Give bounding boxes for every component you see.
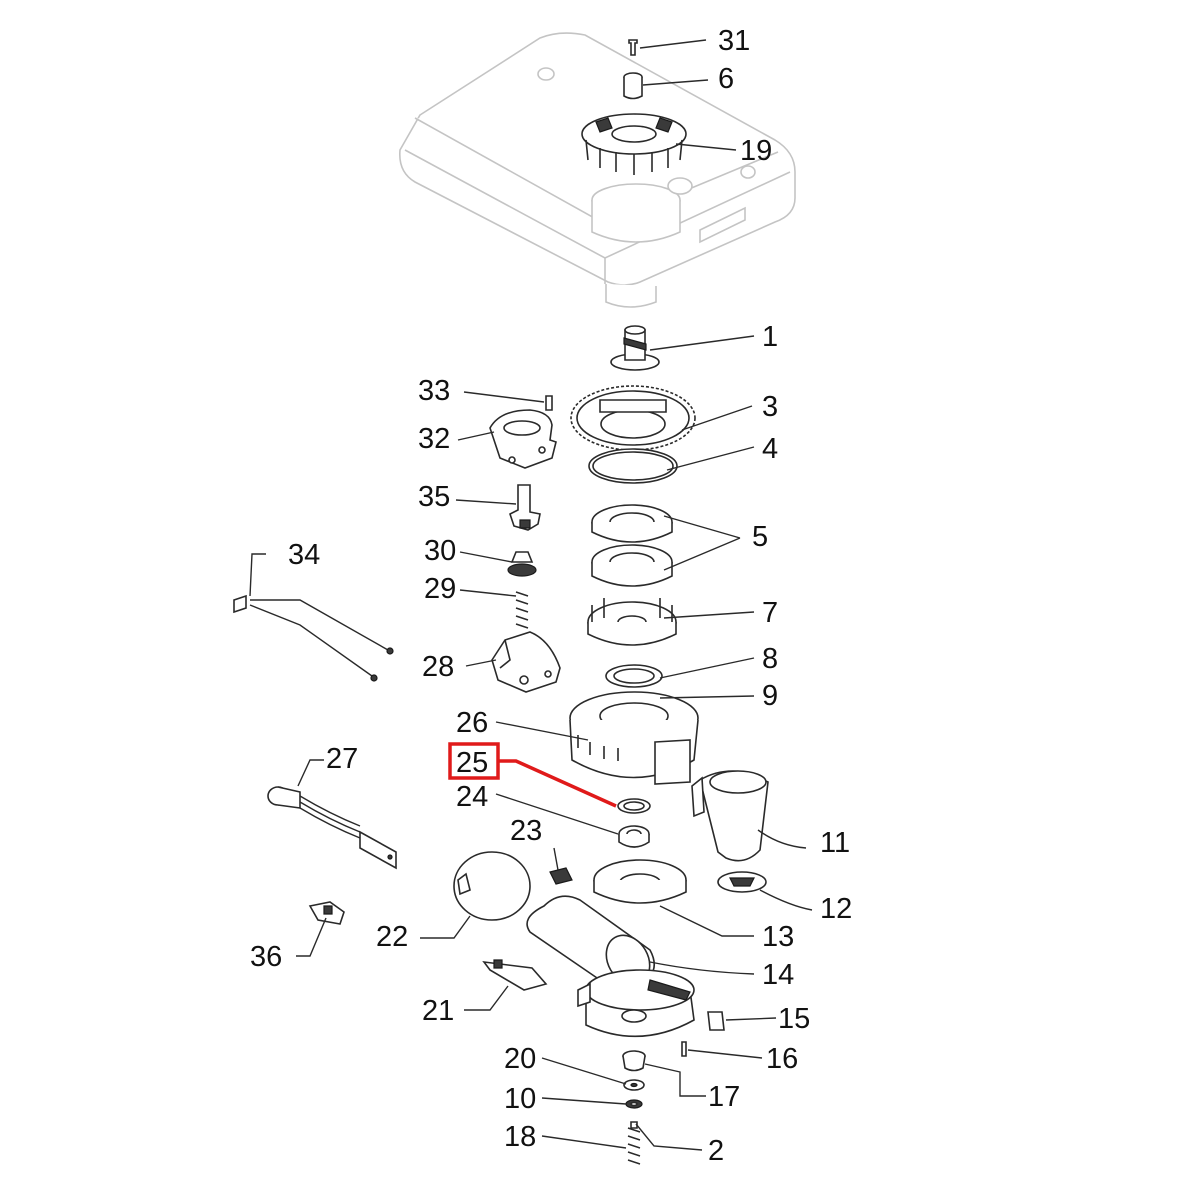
washer-20 <box>623 1079 645 1091</box>
callout-12: 12 <box>820 893 852 925</box>
spring-18 <box>627 1121 641 1165</box>
callout-10: 10 <box>504 1083 536 1115</box>
bracket-32 <box>489 409 557 469</box>
callout-34: 34 <box>288 539 320 571</box>
callout-30: 30 <box>424 535 456 567</box>
spring-29 <box>515 591 529 629</box>
cap-17 <box>622 1050 646 1072</box>
callout-8: 8 <box>762 643 778 675</box>
callout-28: 28 <box>422 651 454 683</box>
gear-30 <box>507 551 537 577</box>
callout-14: 14 <box>762 959 794 991</box>
callout-7: 7 <box>762 597 778 629</box>
callout-25: 25 <box>456 747 488 779</box>
callout-13: 13 <box>762 921 794 953</box>
nut-10 <box>625 1099 643 1109</box>
callout-19: 19 <box>740 135 772 167</box>
leader-lines <box>249 39 813 1151</box>
chip-23 <box>549 867 573 885</box>
callout-17: 17 <box>708 1081 740 1113</box>
screw-33 <box>545 395 553 411</box>
callout-24: 24 <box>456 781 488 813</box>
callout-4: 4 <box>762 433 778 465</box>
clip-15 <box>707 1011 725 1031</box>
callout-36: 36 <box>250 941 282 973</box>
callout-6: 6 <box>718 63 734 95</box>
lower-burr-13 <box>593 859 687 904</box>
o-ring-4 <box>588 448 678 484</box>
screw-16 <box>681 1041 687 1057</box>
highlight-25 <box>448 742 617 808</box>
callout-20: 20 <box>504 1043 536 1075</box>
adapter-ring-12 <box>717 871 767 893</box>
bushing-6 <box>623 72 643 100</box>
bushing-24 <box>618 825 650 848</box>
callout-labels: 31 6 19 1 33 3 32 4 35 5 34 30 29 7 28 8… <box>250 25 852 1167</box>
chute-11 <box>691 770 769 862</box>
callout-11: 11 <box>820 827 850 859</box>
washer-24 <box>617 798 651 814</box>
callout-21: 21 <box>422 995 454 1027</box>
callout-2: 2 <box>708 1135 724 1167</box>
callout-35: 35 <box>418 481 450 513</box>
callout-3: 3 <box>762 391 778 423</box>
large-gear-ring-3 <box>570 385 696 451</box>
gear-shaft-1 <box>610 325 660 371</box>
top-cover-housing <box>398 32 796 308</box>
callout-16: 16 <box>766 1043 798 1075</box>
callout-9: 9 <box>762 680 778 712</box>
crown-gear-19 <box>581 113 687 175</box>
callout-5: 5 <box>752 521 768 553</box>
harness-27 <box>267 786 397 870</box>
bearing-ring-5-upper <box>591 504 673 543</box>
bearing-ring-5-lower <box>591 544 673 587</box>
callout-26: 26 <box>456 707 488 739</box>
callout-33: 33 <box>418 375 450 407</box>
callout-1: 1 <box>762 321 778 353</box>
callout-29: 29 <box>424 573 456 605</box>
callout-22: 22 <box>376 921 408 953</box>
callout-31: 31 <box>718 25 750 57</box>
screw-31 <box>628 39 638 56</box>
motor-base-housing <box>577 969 695 1038</box>
callout-27: 27 <box>326 743 358 775</box>
bracket-21 <box>482 959 548 991</box>
bracket-28 <box>491 631 561 693</box>
grinder-chamber-26 <box>569 691 699 785</box>
callout-15: 15 <box>778 1003 810 1035</box>
ring-8 <box>605 664 663 688</box>
sensor-35 <box>509 484 541 531</box>
clip-36 <box>308 901 345 925</box>
callout-32: 32 <box>418 423 450 455</box>
clamp-band-22 <box>453 851 531 921</box>
burr-holder-7 <box>587 598 677 646</box>
callout-18: 18 <box>504 1121 536 1153</box>
cable-34 <box>233 594 394 682</box>
callout-23: 23 <box>510 815 542 847</box>
